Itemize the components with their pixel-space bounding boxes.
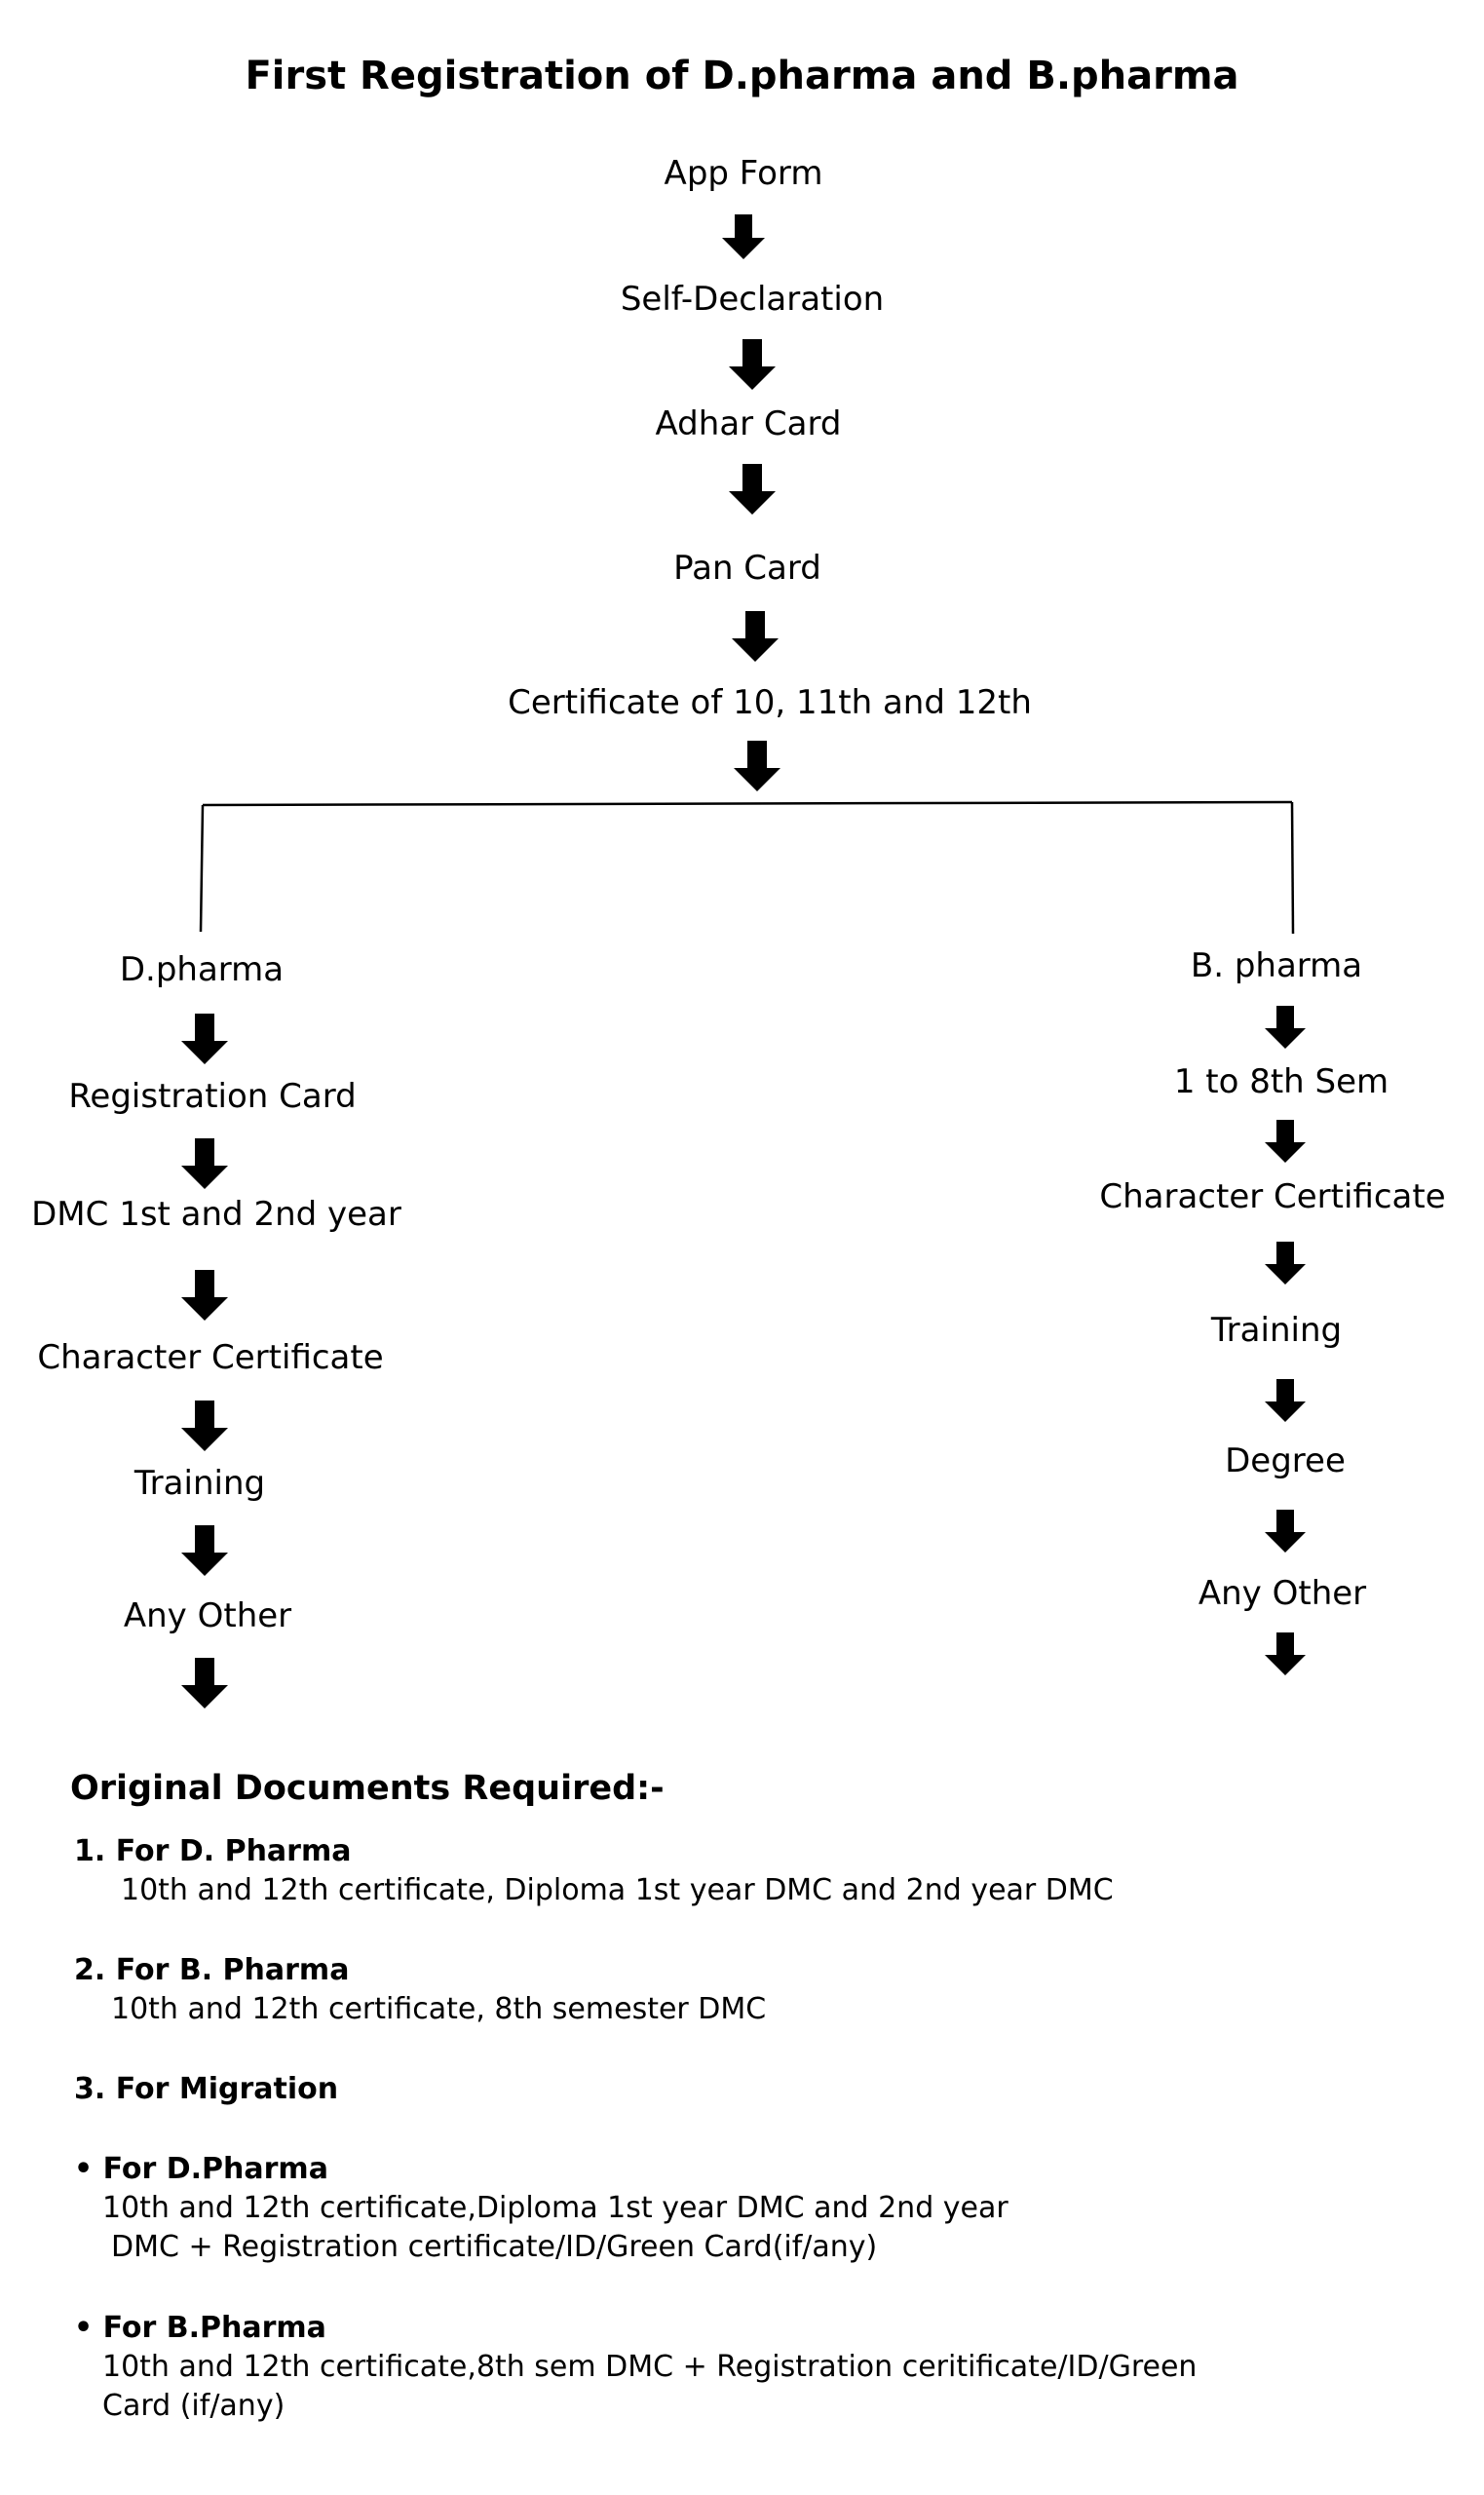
down-arrow-icon: [1265, 1510, 1306, 1553]
item-d-pharma-label: 1. For D. Pharma: [74, 1834, 352, 1868]
migration-b-line2: Card (if/any): [102, 2389, 285, 2423]
down-arrow-icon: [1265, 1242, 1306, 1285]
down-arrow-icon: [181, 1270, 228, 1321]
down-arrow-icon: [181, 1525, 228, 1576]
down-arrow-icon: [729, 339, 776, 390]
down-arrow-icon: [722, 214, 765, 259]
documents-heading: Original Documents Required:-: [70, 1769, 665, 1808]
down-arrow-icon: [1265, 1379, 1306, 1422]
node-pan-card: Pan Card: [673, 549, 821, 588]
down-arrow-icon: [734, 741, 780, 791]
node-registration-card: Registration Card: [68, 1077, 357, 1116]
node-d-pharma: D.pharma: [119, 950, 285, 989]
down-arrow-icon: [181, 1014, 228, 1064]
migration-b-line1: 10th and 12th certificate,8th sem DMC + …: [102, 2350, 1198, 2384]
down-arrow-icon: [181, 1401, 228, 1451]
migration-d-line2: DMC + Registration certificate/ID/Green …: [111, 2230, 878, 2264]
node-b-pharma: B. pharma: [1190, 946, 1363, 985]
down-arrow-icon: [732, 611, 779, 662]
node-self-declaration: Self-Declaration: [620, 280, 885, 319]
down-arrow-icon: [1265, 1632, 1306, 1675]
node-d-training: Training: [133, 1464, 266, 1503]
item-b-pharma-text: 10th and 12th certificate, 8th semester …: [111, 1992, 767, 2026]
node-b-training: Training: [1210, 1311, 1343, 1350]
down-arrow-icon: [1265, 1120, 1306, 1163]
down-arrow-icon: [181, 1138, 228, 1189]
item-b-pharma-label: 2. For B. Pharma: [74, 1953, 350, 1987]
node-b-character-certificate: Character Certificate: [1099, 1177, 1446, 1216]
node-d-character-certificate: Character Certificate: [37, 1338, 384, 1377]
down-arrow-icon: [729, 464, 776, 515]
node-degree: Degree: [1225, 1441, 1346, 1480]
node-app-form: App Form: [664, 154, 823, 193]
page-title: First Registration of D.pharma and B.pha…: [245, 54, 1239, 98]
item-migration-label: 3. For Migration: [74, 2072, 339, 2106]
item-d-pharma-text: 10th and 12th certificate, Diploma 1st y…: [121, 1873, 1114, 1907]
node-b-any-other: Any Other: [1198, 1574, 1367, 1613]
migration-d-label: • For D.Pharma: [74, 2152, 328, 2186]
down-arrow-icon: [1265, 1006, 1306, 1049]
migration-d-line1: 10th and 12th certificate,Diploma 1st ye…: [102, 2191, 1008, 2225]
node-dmc-years: DMC 1st and 2nd year: [31, 1195, 401, 1234]
node-semesters: 1 to 8th Sem: [1173, 1062, 1389, 1101]
node-adhar-card: Adhar Card: [655, 404, 842, 443]
node-d-any-other: Any Other: [123, 1596, 292, 1635]
migration-b-label: • For B.Pharma: [74, 2311, 326, 2345]
branch-connector: [199, 800, 1295, 935]
node-certificates: Certificate of 10, 11th and 12th: [508, 683, 1032, 722]
down-arrow-icon: [181, 1658, 228, 1708]
